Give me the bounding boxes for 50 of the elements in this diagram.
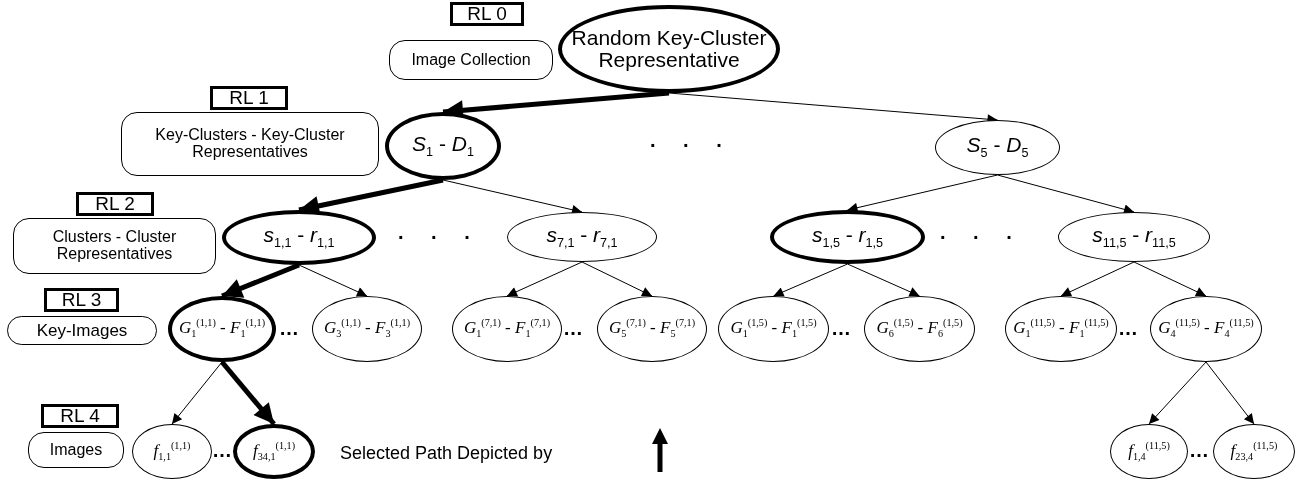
ellipsis-mark: … [1118, 318, 1138, 338]
level-tag [41, 404, 119, 428]
node-text: RL 1 [228, 88, 270, 108]
node-text: Clusters - Cluster Representatives [51, 229, 178, 263]
node-text: RL 2 [94, 194, 136, 214]
node-text: Image Collection [410, 51, 532, 69]
node-text: Random Key-Cluster Representative [570, 26, 768, 72]
level-label-box [389, 40, 553, 80]
arrow [506, 261, 583, 297]
node-text: s$_{1,1}$ - r$_{1,1}$ [262, 224, 336, 251]
arrow [847, 174, 998, 213]
level-tag [450, 2, 524, 26]
ellipsis-mark: . . . [398, 222, 470, 242]
level-tag [44, 288, 119, 312]
node-text: S$_{5}$ - D$_{5}$ [965, 134, 1030, 161]
ellipsis-mark: … [1189, 440, 1209, 460]
ellipsis-mark: … [279, 318, 299, 338]
legend-text: Selected Path Depicted by [340, 443, 553, 464]
level-label-box [28, 432, 124, 468]
node-text: s$_{1,5}$ - r$_{1,5}$ [810, 223, 885, 251]
node-text: RL 3 [60, 290, 103, 310]
level-label-box [13, 218, 216, 274]
ellipsis-mark: … [831, 318, 851, 338]
node-text: Images [48, 441, 104, 459]
node-text: S$_{1}$ - D$_{1}$ [411, 132, 475, 160]
level-label-box [7, 316, 157, 345]
arrow [1205, 361, 1255, 425]
arrow [1148, 361, 1207, 425]
node-text: s$_{11,5}$ - r$_{11,5}$ [1091, 223, 1177, 251]
node-text: RL 4 [59, 406, 101, 426]
ellipsis-mark: . . . [940, 222, 1012, 242]
ellipsis-mark: … [563, 318, 583, 338]
ellipsis-mark: . . . [650, 130, 722, 150]
arrow [171, 361, 223, 425]
arrow [1133, 261, 1207, 297]
arrow [581, 261, 653, 297]
arrow [773, 263, 848, 297]
arrow [847, 263, 920, 297]
arrow [221, 262, 300, 299]
node-text: Key-Clusters - Key-Cluster Representatives [154, 127, 346, 161]
node-text: RL 0 [466, 4, 508, 24]
level-tag [210, 86, 288, 110]
arrow [298, 264, 368, 297]
node-text: s$_{7,1}$ - r$_{7,1}$ [545, 223, 619, 251]
arrow [220, 360, 276, 426]
node-text: Key-Images [35, 321, 129, 340]
level-label-box [121, 112, 379, 176]
level-tag [76, 192, 154, 216]
ellipsis-mark: … [212, 440, 232, 460]
arrow [1060, 261, 1135, 297]
